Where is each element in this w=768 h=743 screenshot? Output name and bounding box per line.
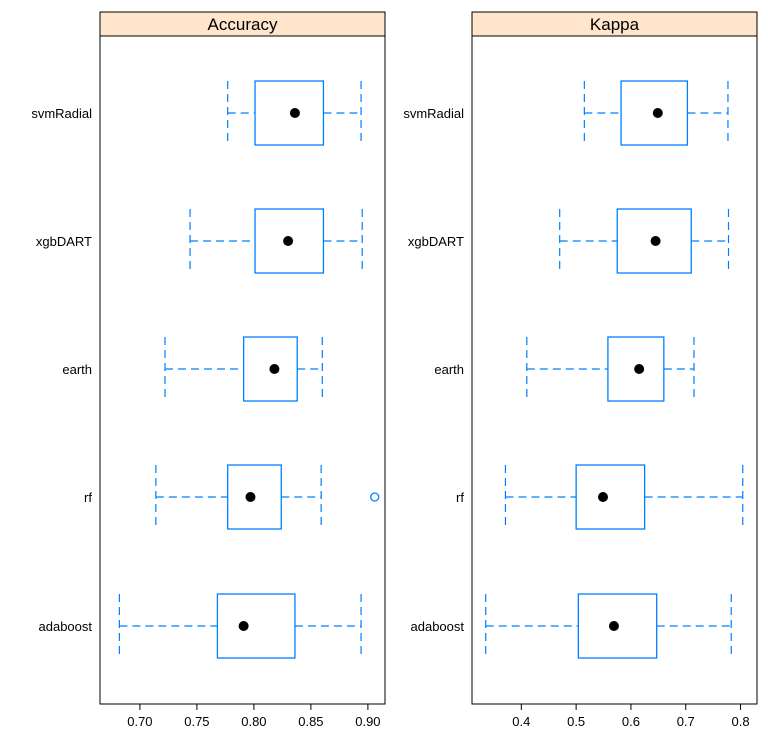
category-label: svmRadial <box>403 106 464 121</box>
median-dot <box>283 236 294 246</box>
median-dot <box>238 621 249 631</box>
panel-title: Kappa <box>590 15 640 34</box>
panel-frame <box>471 35 758 705</box>
median-dot <box>634 364 645 374</box>
category-label: adaboost <box>39 619 93 634</box>
median-dot <box>650 236 661 246</box>
x-tick-label: 0.6 <box>622 714 640 729</box>
x-tick-label: 0.85 <box>298 714 323 729</box>
outlier-point <box>370 492 380 502</box>
category-label: earth <box>434 362 464 377</box>
x-tick-label: 0.70 <box>127 714 152 729</box>
category-label: adaboost <box>411 619 465 634</box>
category-label: svmRadial <box>31 106 92 121</box>
x-tick-label: 0.8 <box>732 714 750 729</box>
panel-frame <box>99 35 386 705</box>
median-dot <box>269 364 280 374</box>
category-label: rf <box>84 490 92 505</box>
category-label: earth <box>62 362 92 377</box>
strip-header <box>99 11 386 37</box>
median-dot <box>245 492 256 502</box>
median-dot <box>652 108 663 118</box>
iqr-box <box>254 80 325 146</box>
median-dot <box>289 108 300 118</box>
category-label: xgbDART <box>36 234 92 249</box>
x-tick-label: 0.5 <box>567 714 585 729</box>
x-tick-label: 0.75 <box>184 714 209 729</box>
x-tick-label: 0.90 <box>355 714 380 729</box>
strip-header <box>471 11 758 37</box>
iqr-box <box>575 464 646 530</box>
category-label: xgbDART <box>408 234 464 249</box>
category-label: rf <box>456 490 464 505</box>
iqr-box <box>216 593 296 659</box>
panel-title: Accuracy <box>208 15 278 34</box>
median-dot <box>608 621 619 631</box>
median-dot <box>597 492 608 502</box>
x-tick-label: 0.7 <box>677 714 695 729</box>
x-tick-label: 0.80 <box>241 714 266 729</box>
x-tick-label: 0.4 <box>512 714 530 729</box>
